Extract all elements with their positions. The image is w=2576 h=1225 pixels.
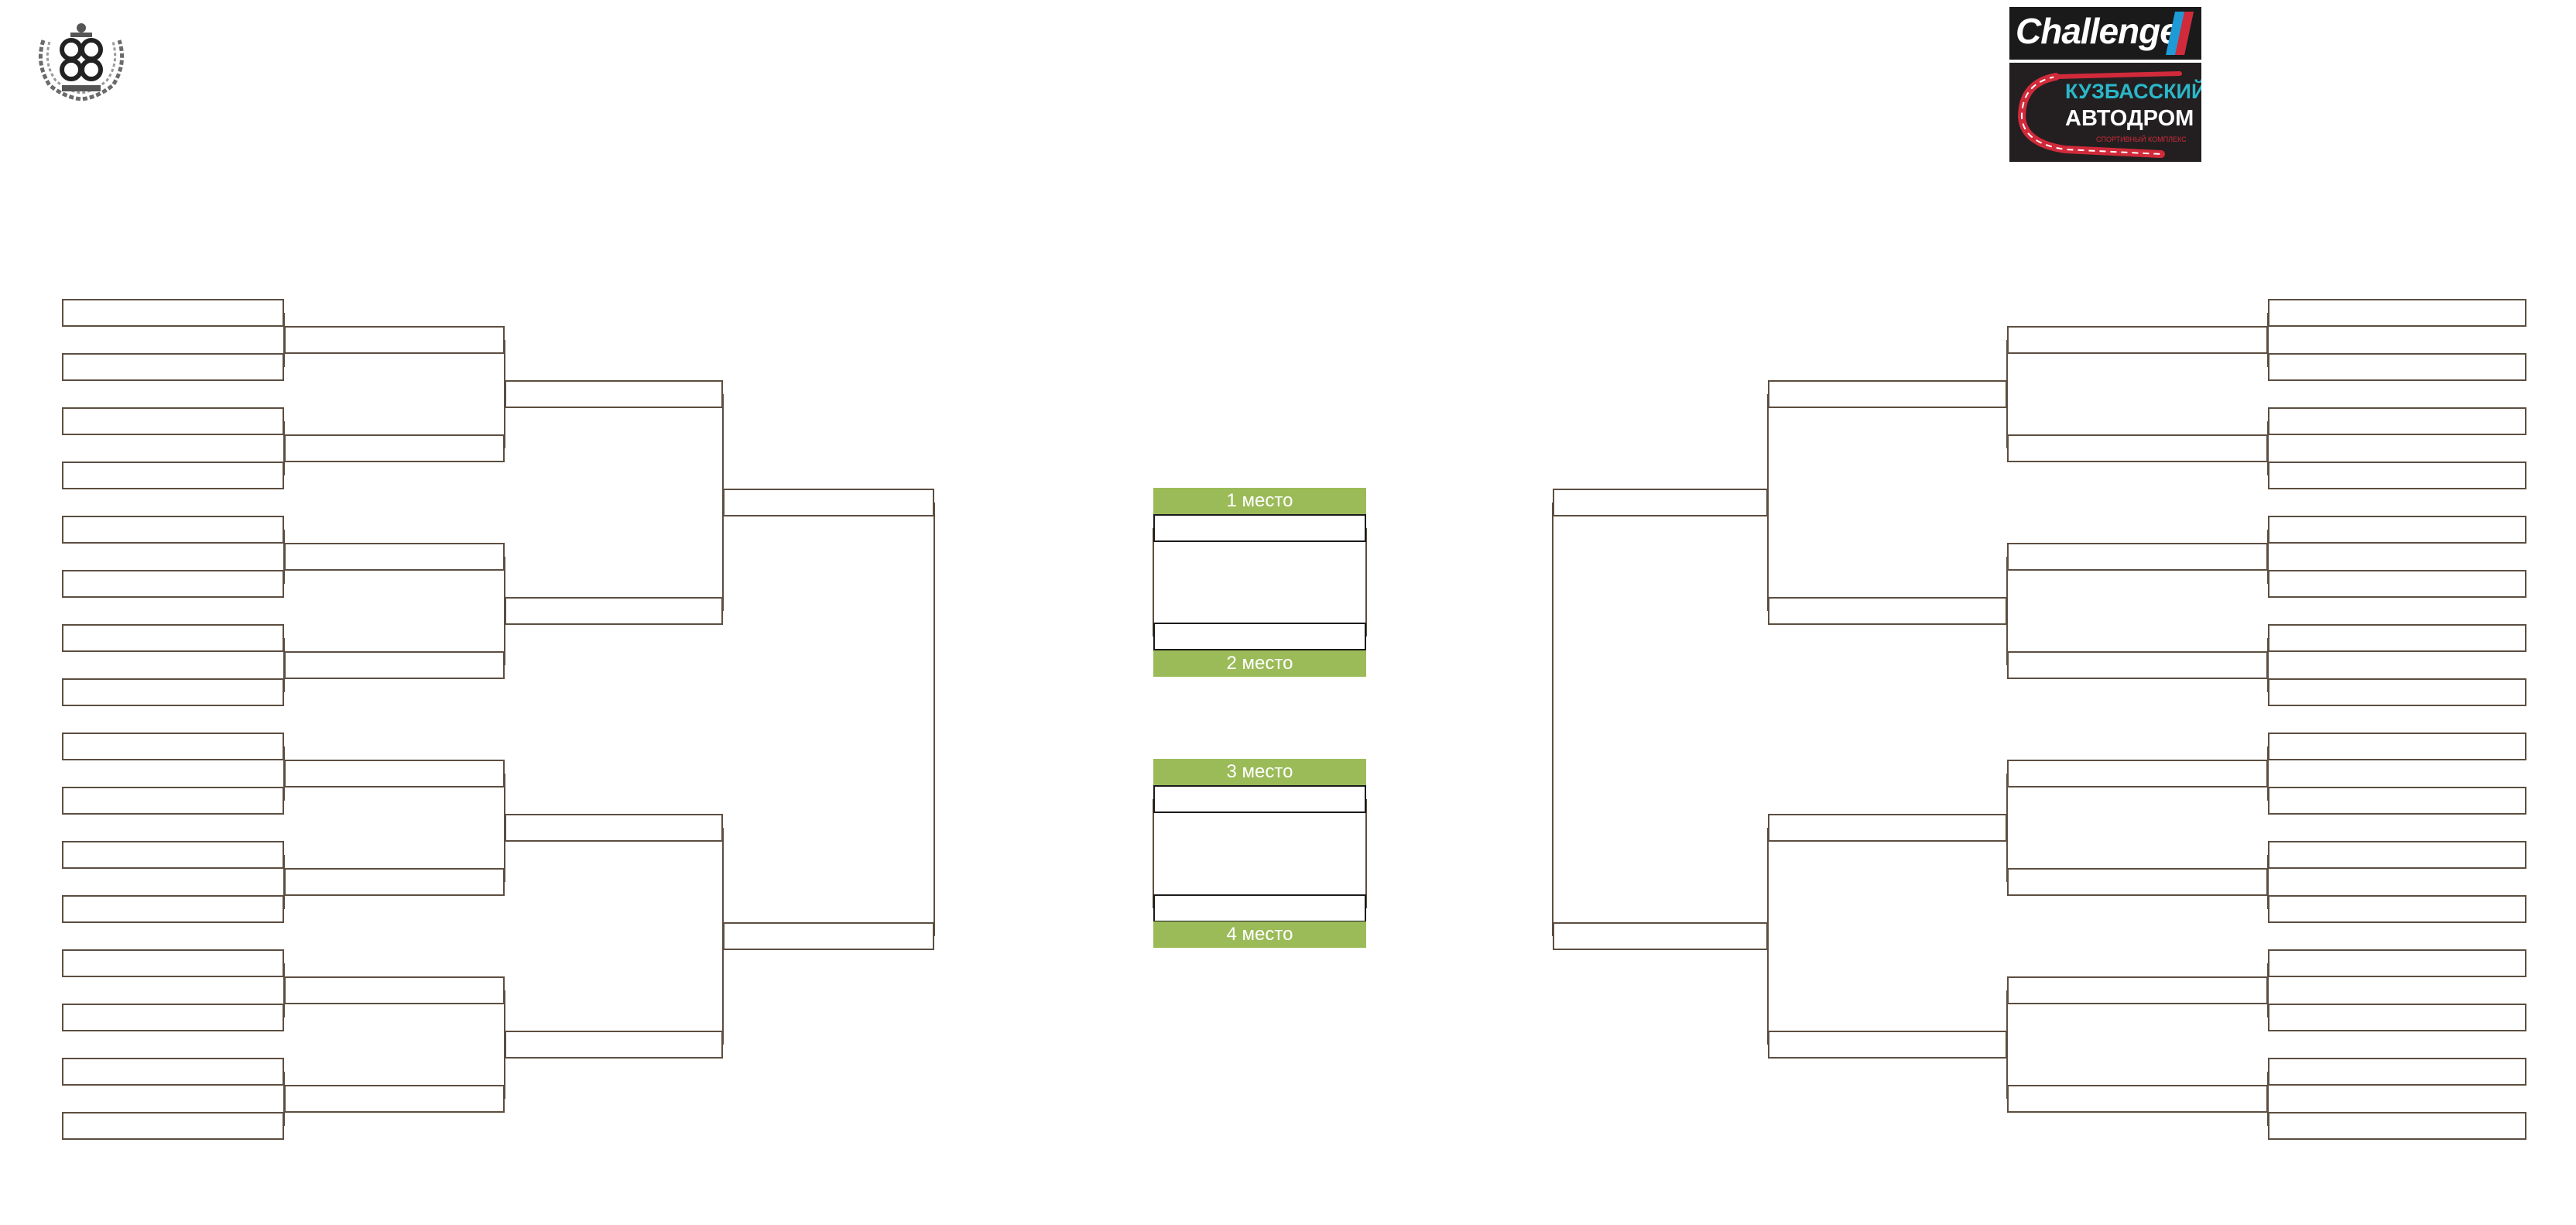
right-r2-slot[interactable] bbox=[2007, 1085, 2268, 1113]
right-r1-slot[interactable] bbox=[2268, 895, 2526, 923]
left-r1-slot[interactable] bbox=[62, 462, 284, 489]
right-r1-slot[interactable] bbox=[2268, 407, 2526, 435]
left-r2-slot[interactable] bbox=[284, 1085, 505, 1113]
third-place-label: 3 место bbox=[1153, 759, 1366, 785]
left-r1-slot[interactable] bbox=[62, 353, 284, 381]
right-r2-slot[interactable] bbox=[2007, 434, 2268, 462]
challenge-logo-text: Challenge bbox=[2016, 11, 2180, 51]
left-r1-slot[interactable] bbox=[62, 678, 284, 706]
right-r2-slot[interactable] bbox=[2007, 976, 2268, 1004]
fourth-place-label: 4 место bbox=[1153, 921, 1366, 948]
left-r1-slot[interactable] bbox=[62, 733, 284, 760]
kuzbass-autodrome-logo: КУЗБАССКИЙ АВТОДРОМ СПОРТИВНЫЙ КОМПЛЕКС bbox=[2009, 63, 2201, 162]
right-r1-slot[interactable] bbox=[2268, 353, 2526, 381]
first-place-label: 1 место bbox=[1153, 488, 1366, 514]
challenge-logo: Challenge bbox=[2009, 7, 2201, 60]
left-r1-slot[interactable] bbox=[62, 407, 284, 435]
right-r1-slot[interactable] bbox=[2268, 462, 2526, 489]
kuzbass-logo-tagline: СПОРТИВНЫЙ КОМПЛЕКС bbox=[2096, 136, 2187, 143]
right-r1-slot[interactable] bbox=[2268, 570, 2526, 598]
challenge-stripe-icon bbox=[2166, 12, 2194, 55]
federation-emblem-icon bbox=[38, 23, 125, 101]
right-r2-slot[interactable] bbox=[2007, 543, 2268, 571]
right-r1-slot[interactable] bbox=[2268, 678, 2526, 706]
right-r3-slot[interactable] bbox=[1768, 814, 2007, 842]
left-r1-slot[interactable] bbox=[62, 624, 284, 652]
right-r1-slot[interactable] bbox=[2268, 733, 2526, 760]
right-r1-slot[interactable] bbox=[2268, 841, 2526, 869]
right-r4-slot[interactable] bbox=[1553, 922, 1768, 950]
left-r2-slot[interactable] bbox=[284, 543, 505, 571]
final-slot-bottom[interactable] bbox=[1153, 623, 1366, 650]
left-r1-slot[interactable] bbox=[62, 787, 284, 815]
left-r1-slot[interactable] bbox=[62, 841, 284, 869]
right-r1-slot[interactable] bbox=[2268, 1004, 2526, 1031]
right-r3-slot[interactable] bbox=[1768, 1031, 2007, 1059]
left-r1-slot[interactable] bbox=[62, 1112, 284, 1140]
left-r2-slot[interactable] bbox=[284, 434, 505, 462]
left-r2-slot[interactable] bbox=[284, 326, 505, 354]
left-r3-slot[interactable] bbox=[505, 380, 723, 408]
third-place-slot-top[interactable] bbox=[1153, 785, 1366, 813]
left-r1-slot[interactable] bbox=[62, 1004, 284, 1031]
right-r1-slot[interactable] bbox=[2268, 949, 2526, 977]
left-r1-slot[interactable] bbox=[62, 949, 284, 977]
right-r1-slot[interactable] bbox=[2268, 787, 2526, 815]
second-place-label: 2 место bbox=[1153, 650, 1366, 677]
right-r3-slot[interactable] bbox=[1768, 380, 2007, 408]
left-r1-slot[interactable] bbox=[62, 1058, 284, 1086]
left-r1-slot[interactable] bbox=[62, 895, 284, 923]
right-r1-slot[interactable] bbox=[2268, 624, 2526, 652]
third-place-slot-bottom[interactable] bbox=[1153, 894, 1366, 922]
kuzbass-logo-line2: АВТОДРОМ bbox=[2065, 106, 2194, 131]
right-r1-slot[interactable] bbox=[2268, 299, 2526, 327]
left-r1-slot[interactable] bbox=[62, 299, 284, 327]
right-r1-slot[interactable] bbox=[2268, 516, 2526, 544]
final-slot-top[interactable] bbox=[1153, 514, 1366, 542]
right-r1-slot[interactable] bbox=[2268, 1058, 2526, 1086]
right-r2-slot[interactable] bbox=[2007, 651, 2268, 679]
race-track-icon bbox=[2017, 71, 2182, 158]
right-r2-slot[interactable] bbox=[2007, 760, 2268, 788]
kuzbass-logo-line1: КУЗБАССКИЙ bbox=[2065, 80, 2201, 103]
left-r2-slot[interactable] bbox=[284, 976, 505, 1004]
left-r3-slot[interactable] bbox=[505, 814, 723, 842]
right-r1-slot[interactable] bbox=[2268, 1112, 2526, 1140]
right-r2-slot[interactable] bbox=[2007, 326, 2268, 354]
left-r2-slot[interactable] bbox=[284, 651, 505, 679]
left-r1-slot[interactable] bbox=[62, 516, 284, 544]
right-r4-slot[interactable] bbox=[1553, 489, 1768, 516]
left-r4-slot[interactable] bbox=[723, 922, 934, 950]
left-r4-slot[interactable] bbox=[723, 489, 934, 516]
left-r2-slot[interactable] bbox=[284, 868, 505, 896]
right-r3-slot[interactable] bbox=[1768, 597, 2007, 625]
left-r3-slot[interactable] bbox=[505, 1031, 723, 1059]
left-r1-slot[interactable] bbox=[62, 570, 284, 598]
right-r2-slot[interactable] bbox=[2007, 868, 2268, 896]
left-r3-slot[interactable] bbox=[505, 597, 723, 625]
left-r2-slot[interactable] bbox=[284, 760, 505, 788]
